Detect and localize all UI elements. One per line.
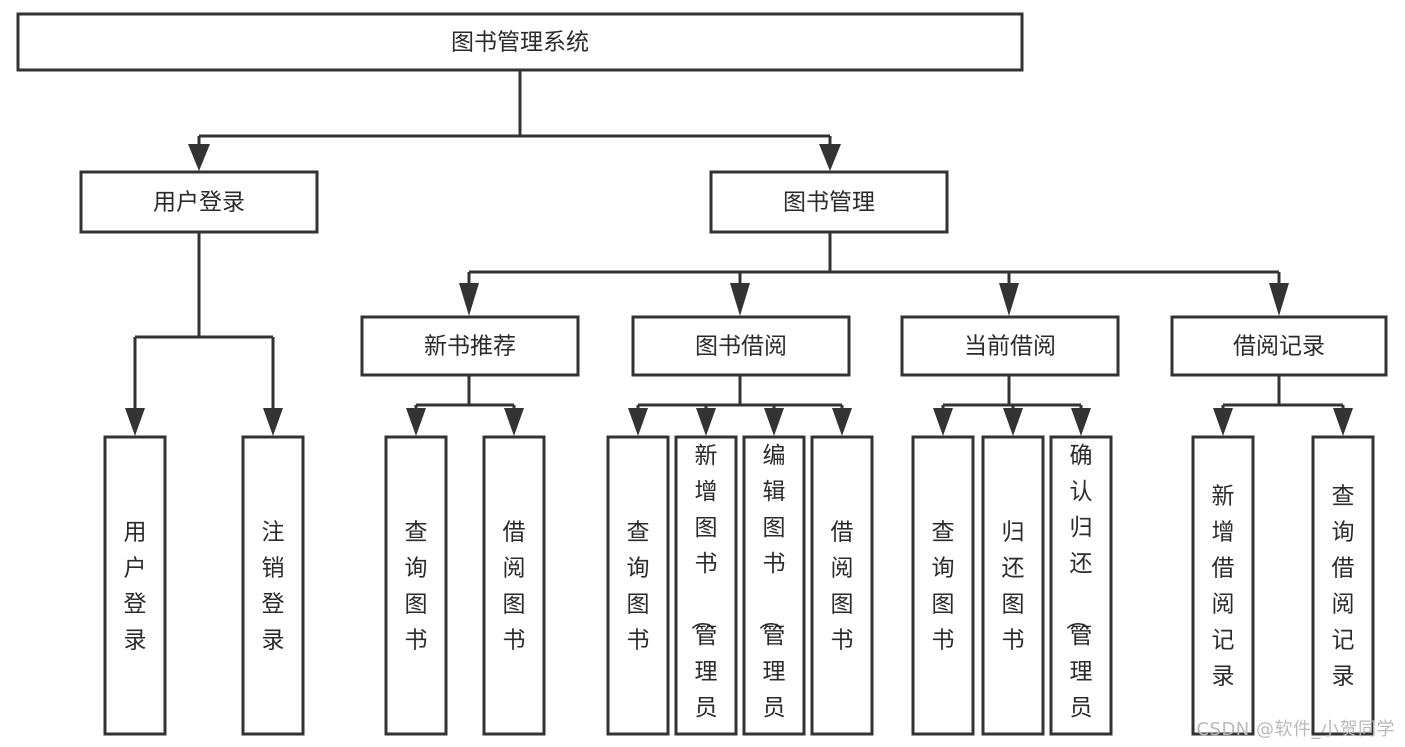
node-leaf-borrow-book-1[interactable]: 借阅图书 bbox=[482, 435, 546, 736]
node-leaf-borrow-book-2-label: 借阅图书 bbox=[831, 519, 854, 653]
node-leaf-query-borrow-record-box[interactable] bbox=[1311, 435, 1375, 736]
arrow-leaf-user-login bbox=[125, 408, 145, 436]
node-leaf-add-book-box[interactable] bbox=[674, 435, 738, 736]
node-user-login-box[interactable] bbox=[79, 170, 319, 234]
node-book-management-box[interactable] bbox=[709, 170, 949, 234]
arrow-leaf-borrow-book-1 bbox=[504, 408, 524, 436]
node-borrow-record-label: 借阅记录 bbox=[1233, 334, 1325, 360]
arrow-leaf-borrow-book-2 bbox=[832, 408, 852, 436]
node-leaf-borrow-book-1-box[interactable] bbox=[482, 435, 546, 736]
node-leaf-query-book-2[interactable]: 查询图书 bbox=[606, 435, 670, 736]
node-book-borrow[interactable]: 图书借阅 bbox=[631, 315, 851, 377]
node-leaf-confirm-return-label: 确认归还（管理员） bbox=[1064, 443, 1093, 747]
node-leaf-borrow-book-2[interactable]: 借阅图书 bbox=[810, 435, 874, 736]
arrow-leaf-query-book-3 bbox=[933, 408, 953, 436]
arrow-leaf-edit-book bbox=[764, 408, 784, 436]
arrow-leaf-query-book-2 bbox=[628, 408, 648, 436]
node-new-book-recommend[interactable]: 新书推荐 bbox=[360, 315, 580, 377]
node-leaf-user-login[interactable]: 用户登录 bbox=[103, 435, 167, 736]
node-new-book-recommend-label: 新书推荐 bbox=[424, 334, 516, 360]
node-leaf-query-book-3-label: 查询图书 bbox=[932, 519, 955, 653]
node-leaf-user-login-label: 用户登录 bbox=[124, 519, 147, 653]
node-leaf-query-borrow-record-label: 查询借阅记录 bbox=[1332, 483, 1355, 689]
node-leaf-confirm-return[interactable]: 确认归还（管理员） bbox=[1049, 435, 1113, 747]
connector-layer bbox=[125, 70, 1353, 436]
leaf-node-layer: 用户登录 注销登录 查询图书 借阅图书 查询图书 新增图书（管理员） bbox=[103, 435, 1375, 747]
node-leaf-query-book-3[interactable]: 查询图书 bbox=[911, 435, 975, 736]
node-borrow-record[interactable]: 借阅记录 bbox=[1170, 315, 1388, 377]
node-leaf-add-borrow-record-box[interactable] bbox=[1191, 435, 1255, 736]
node-leaf-edit-book-box[interactable] bbox=[742, 435, 806, 736]
node-leaf-query-book-2-box[interactable] bbox=[606, 435, 670, 736]
node-current-borrow[interactable]: 当前借阅 bbox=[900, 315, 1120, 377]
node-leaf-add-borrow-record[interactable]: 新增借阅记录 bbox=[1191, 435, 1255, 736]
node-user-login[interactable]: 用户登录 bbox=[79, 170, 319, 234]
arrow-borrow-record bbox=[1269, 283, 1289, 316]
node-current-borrow-label: 当前借阅 bbox=[964, 334, 1056, 360]
node-root[interactable]: 图书管理系统 bbox=[16, 12, 1024, 72]
node-user-login-label: 用户登录 bbox=[153, 190, 245, 216]
node-leaf-confirm-return-box[interactable] bbox=[1049, 435, 1113, 736]
arrow-leaf-query-book-1 bbox=[406, 408, 426, 436]
node-leaf-borrow-book-2-box[interactable] bbox=[810, 435, 874, 736]
node-leaf-query-book-1-box[interactable] bbox=[384, 435, 448, 736]
node-book-borrow-box[interactable] bbox=[631, 315, 851, 377]
node-leaf-query-book-1[interactable]: 查询图书 bbox=[384, 435, 448, 736]
node-root-box[interactable] bbox=[16, 12, 1024, 72]
node-leaf-return-book[interactable]: 归还图书 bbox=[981, 435, 1045, 736]
arrow-leaf-logout bbox=[263, 408, 283, 436]
node-book-borrow-label: 图书借阅 bbox=[695, 334, 787, 360]
node-leaf-add-book-label: 新增图书（管理员） bbox=[689, 443, 718, 747]
arrow-leaf-return-book bbox=[1003, 408, 1023, 436]
arrow-current-borrow bbox=[999, 283, 1019, 316]
node-borrow-record-box[interactable] bbox=[1170, 315, 1388, 377]
node-leaf-query-borrow-record[interactable]: 查询借阅记录 bbox=[1311, 435, 1375, 736]
node-leaf-return-book-box[interactable] bbox=[981, 435, 1045, 736]
node-leaf-logout-box[interactable] bbox=[241, 435, 305, 736]
arrow-book-management bbox=[819, 144, 841, 171]
node-root-label: 图书管理系统 bbox=[451, 30, 589, 56]
node-book-management[interactable]: 图书管理 bbox=[709, 170, 949, 234]
node-current-borrow-box[interactable] bbox=[900, 315, 1120, 377]
arrow-leaf-add-borrow-record bbox=[1213, 408, 1233, 436]
node-leaf-edit-book-label: 编辑图书（管理员） bbox=[757, 443, 786, 747]
arrow-leaf-query-borrow-record bbox=[1333, 408, 1353, 436]
node-leaf-query-book-1-label: 查询图书 bbox=[405, 519, 428, 653]
node-leaf-logout-label: 注销登录 bbox=[262, 519, 285, 653]
node-new-book-recommend-box[interactable] bbox=[360, 315, 580, 377]
node-leaf-borrow-book-1-label: 借阅图书 bbox=[503, 519, 526, 653]
arrow-user-login bbox=[188, 144, 210, 171]
node-leaf-logout[interactable]: 注销登录 bbox=[241, 435, 305, 736]
node-leaf-query-book-2-label: 查询图书 bbox=[627, 519, 650, 653]
arrow-book-borrow bbox=[730, 283, 750, 316]
csdn-watermark: CSDN @软件_小贺同学 bbox=[1196, 719, 1395, 740]
node-leaf-return-book-label: 归还图书 bbox=[1002, 519, 1025, 653]
node-leaf-add-borrow-record-label: 新增借阅记录 bbox=[1212, 483, 1235, 689]
node-leaf-add-book[interactable]: 新增图书（管理员） bbox=[674, 435, 738, 747]
node-leaf-edit-book[interactable]: 编辑图书（管理员） bbox=[742, 435, 806, 747]
arrow-leaf-confirm-return bbox=[1071, 408, 1091, 436]
node-leaf-user-login-box[interactable] bbox=[103, 435, 167, 736]
arrow-new-book-recommend bbox=[459, 283, 479, 316]
arrow-leaf-add-book bbox=[696, 408, 716, 436]
node-leaf-query-book-3-box[interactable] bbox=[911, 435, 975, 736]
node-book-management-label: 图书管理 bbox=[783, 190, 875, 216]
